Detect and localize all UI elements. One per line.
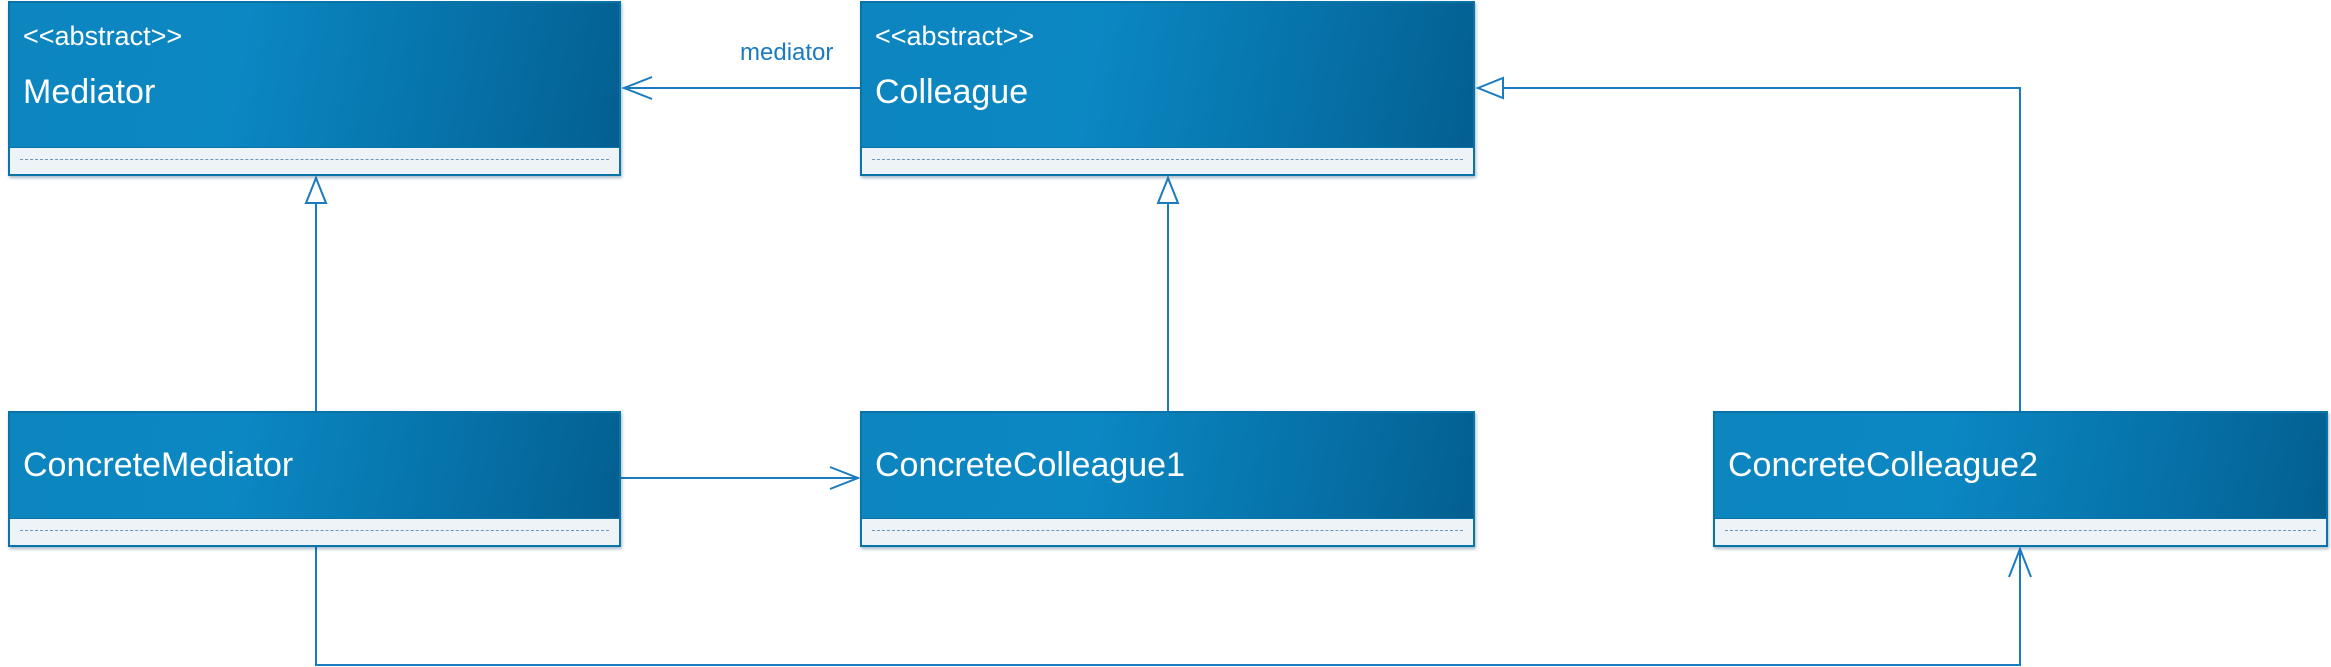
class-mediator[interactable]: <<abstract>> Mediator <box>8 1 621 176</box>
class-concrete-colleague1[interactable]: ConcreteColleague1 <box>860 411 1475 547</box>
class-name: Colleague <box>875 73 1029 111</box>
class-name: Mediator <box>23 73 156 111</box>
class-members-compartment <box>1715 518 2326 545</box>
class-header: ConcreteMediator <box>10 413 619 519</box>
generalization-concretecolleague1-to-colleague <box>1156 175 1180 411</box>
class-name: ConcreteColleague2 <box>1728 446 2038 484</box>
class-header: <<abstract>> Colleague <box>862 3 1473 148</box>
association-colleague-to-mediator <box>621 76 860 100</box>
class-header: ConcreteColleague1 <box>862 413 1473 519</box>
generalization-concretemediator-to-mediator <box>304 175 328 411</box>
class-header: ConcreteColleague2 <box>1715 413 2326 519</box>
association-concretemediator-to-concretecolleague1 <box>621 466 861 490</box>
class-name: ConcreteMediator <box>23 446 294 484</box>
association-concretemediator-to-concretecolleague2 <box>315 546 2032 666</box>
class-members-compartment <box>10 147 619 174</box>
class-stereotype: <<abstract>> <box>23 21 183 51</box>
class-members-compartment <box>862 147 1473 174</box>
generalization-concretecolleague2-to-colleague <box>1475 76 2021 411</box>
class-header: <<abstract>> Mediator <box>10 3 619 148</box>
class-members-compartment <box>10 518 619 545</box>
class-stereotype: <<abstract>> <box>875 21 1035 51</box>
class-concrete-mediator[interactable]: ConcreteMediator <box>8 411 621 547</box>
class-name: ConcreteColleague1 <box>875 446 1185 484</box>
class-concrete-colleague2[interactable]: ConcreteColleague2 <box>1713 411 2328 547</box>
class-colleague[interactable]: <<abstract>> Colleague <box>860 1 1475 176</box>
class-members-compartment <box>862 518 1473 545</box>
association-label-mediator: mediator <box>740 39 834 66</box>
